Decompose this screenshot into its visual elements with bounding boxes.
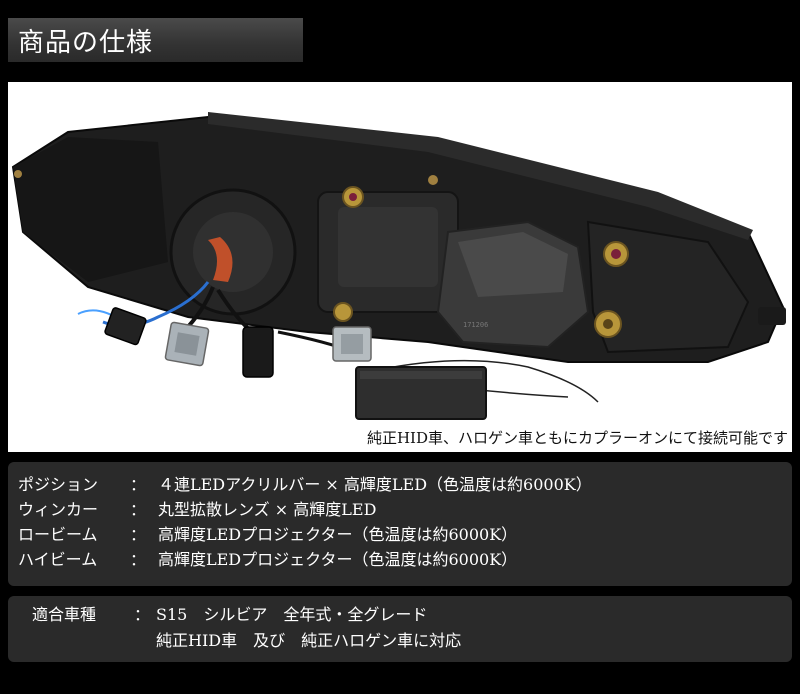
spec-row-turn-signal: ウィンカー ： 丸型拡散レンズ × 高輝度LED bbox=[18, 497, 782, 522]
spec-value: ４連LEDアクリルバー × 高輝度LED（色温度は約6000K） bbox=[158, 475, 592, 494]
spec-label: ウィンカー bbox=[18, 500, 99, 519]
spec-value: 高輝度LEDプロジェクター（色温度は約6000K） bbox=[158, 550, 518, 569]
spec-value: 丸型拡散レンズ × 高輝度LED bbox=[158, 500, 377, 519]
section-title: 商品の仕様 bbox=[8, 18, 303, 62]
spec-value: 高輝度LEDプロジェクター（色温度は約6000K） bbox=[158, 525, 518, 544]
spec-separator: ： bbox=[130, 525, 147, 544]
photo-caption: 純正HID車、ハロゲン車ともにカプラーオンにて接続可能です bbox=[366, 429, 788, 447]
spec-label: ハイビーム bbox=[18, 550, 98, 569]
spec-separator: ： bbox=[130, 475, 147, 494]
spec-panel: ポジション ： ４連LEDアクリルバー × 高輝度LED（色温度は約6000K）… bbox=[8, 462, 792, 586]
compatibility-panel: 適合車種 ： S15 シルビア 全年式・全グレード 純正HID車 及び 純正ハロ… bbox=[8, 596, 792, 662]
spec-separator: ： bbox=[130, 550, 147, 569]
headlight-illustration: 171206 bbox=[11, 112, 786, 420]
spec-row-low-beam: ロービーム ： 高輝度LEDプロジェクター（色温度は約6000K） bbox=[18, 522, 782, 547]
section-title-text: 商品の仕様 bbox=[18, 27, 154, 58]
compatibility-separator: ： bbox=[134, 605, 151, 624]
compatibility-note: 純正HID車 及び 純正ハロゲン車に対応 bbox=[156, 631, 462, 650]
product-photo: 171206 純正HID車、ハロゲン車ともにカプラーオンにて接続可能で bbox=[8, 82, 792, 452]
compatibility-label: 適合車種 bbox=[32, 605, 97, 624]
spec-label: ポジション bbox=[18, 475, 99, 494]
compatibility-vehicle: S15 シルビア 全年式・全グレード bbox=[156, 605, 428, 624]
housing-stamp: 171206 bbox=[463, 321, 488, 329]
spec-row-position: ポジション ： ４連LEDアクリルバー × 高輝度LED（色温度は約6000K） bbox=[18, 472, 782, 497]
spec-separator: ： bbox=[130, 500, 147, 519]
spec-row-high-beam: ハイビーム ： 高輝度LEDプロジェクター（色温度は約6000K） bbox=[18, 547, 782, 572]
spec-label: ロービーム bbox=[18, 525, 98, 544]
compatibility-row: 適合車種 ： S15 シルビア 全年式・全グレード bbox=[18, 602, 782, 628]
